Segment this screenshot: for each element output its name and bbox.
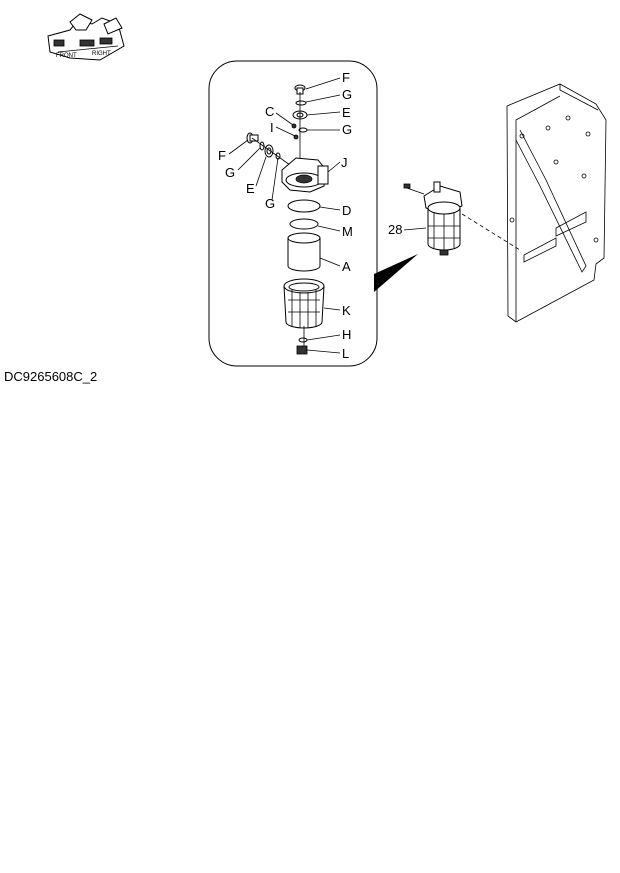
- callout-k: K: [342, 303, 351, 318]
- callout-g-top: G: [342, 87, 352, 102]
- callout-f-left: F: [218, 148, 226, 163]
- orientation-icon: FRONT RIGHT: [47, 13, 125, 61]
- exploded-parts: [246, 84, 329, 355]
- assembled-filter: 28: [388, 181, 521, 256]
- callout-a: A: [342, 259, 351, 274]
- detail-pointer: [374, 254, 418, 292]
- callout-l: L: [342, 346, 349, 361]
- callout-labels: F G C E I G F G E G J D M A K H L: [218, 70, 353, 361]
- callout-g-lower: G: [265, 196, 275, 211]
- callout-m: M: [342, 224, 353, 239]
- callout-d: D: [342, 203, 351, 218]
- front-label: FRONT: [56, 53, 77, 59]
- callout-e-left: E: [246, 181, 255, 196]
- callout-g-mid: G: [342, 122, 352, 137]
- right-label: RIGHT: [92, 51, 111, 57]
- callout-c: C: [265, 104, 274, 119]
- callout-item-28: 28: [388, 222, 402, 237]
- mounting-plate: [506, 83, 607, 323]
- leader-lines: [228, 77, 341, 354]
- callout-h: H: [342, 327, 351, 342]
- callout-j: J: [341, 155, 348, 170]
- callout-f-top: F: [342, 70, 350, 85]
- drawing-code: DC9265608C_2: [4, 369, 98, 384]
- callout-g-left: G: [225, 165, 235, 180]
- detail-frame: [208, 60, 378, 367]
- callout-i: I: [270, 120, 274, 135]
- callout-e-top: E: [342, 105, 351, 120]
